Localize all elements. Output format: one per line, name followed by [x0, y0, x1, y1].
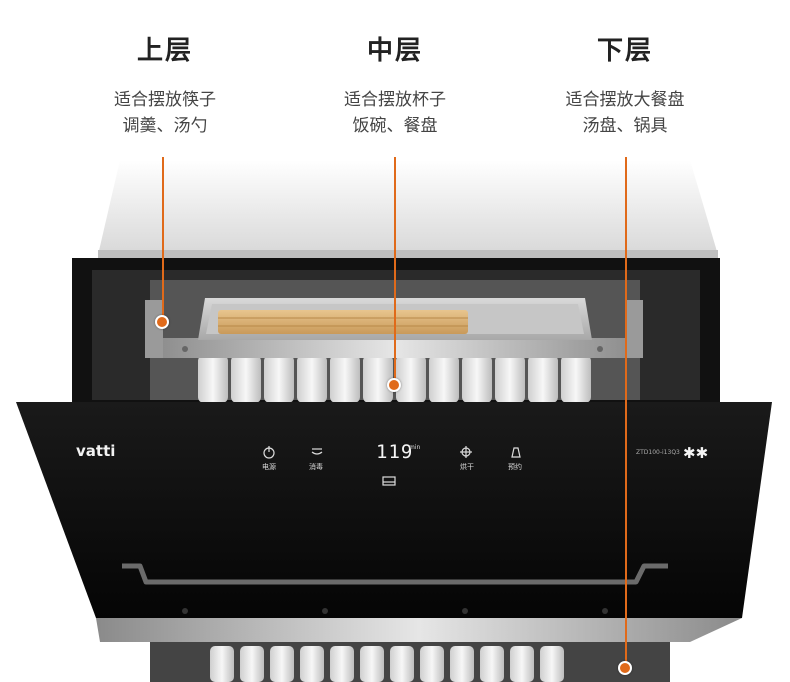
upper-leader-line [162, 157, 164, 322]
disinfect-button-label[interactable]: 消毒 [309, 463, 323, 471]
model-number: ZTD100-i13Q3 [636, 449, 680, 456]
dry-icon [460, 446, 472, 458]
cabinet-top [98, 160, 718, 255]
power-icon [263, 446, 275, 459]
appointment-icon [511, 447, 521, 458]
power-button-label[interactable]: 电源 [262, 463, 276, 471]
timer-display: 119 [376, 441, 414, 463]
upper-level-title: 上层 [136, 36, 193, 66]
middle-level-caption: 中层 适合摆放杯子 饭碗、餐盘 [295, 30, 495, 139]
upper-leader-dot [155, 315, 169, 329]
middle-leader-dot [387, 378, 401, 392]
drawer-handle [122, 563, 668, 585]
middle-level-title: 中层 [366, 36, 423, 66]
middle-level-description: 适合摆放杯子 饭碗、餐盘 [295, 87, 495, 139]
lower-level-line2: 汤盘、锅具 [582, 116, 668, 136]
upper-level-caption: 上层 适合摆放筷子 调羹、汤勺 [65, 30, 265, 139]
lower-rack-plates [210, 646, 564, 682]
lower-level-description: 适合摆放大餐盘 汤盘、锅具 [525, 87, 725, 139]
lower-leader-dot [618, 661, 632, 675]
upper-level-line2: 调羹、汤勺 [122, 116, 208, 136]
upper-level-line1: 适合摆放筷子 [114, 90, 216, 110]
drawer-open-icon [382, 476, 396, 486]
upper-level-description: 适合摆放筷子 调羹、汤勺 [65, 87, 265, 139]
energy-rating-stars: ✱✱ [683, 444, 709, 462]
chopsticks [218, 310, 468, 334]
appointment-button-label[interactable]: 预约 [508, 463, 522, 471]
lower-level-title: 下层 [596, 36, 653, 66]
disinfect-icon [311, 448, 323, 455]
middle-level-line1: 适合摆放杯子 [344, 90, 446, 110]
glass-control-panel [16, 402, 772, 618]
middle-level-line2: 饭碗、餐盘 [352, 116, 438, 136]
brand-logo: vatti [76, 442, 116, 460]
timer-unit: min [409, 444, 421, 451]
lower-level-caption: 下层 适合摆放大餐盘 汤盘、锅具 [525, 30, 725, 139]
lower-level-line1: 适合摆放大餐盘 [565, 90, 685, 110]
lower-leader-line [625, 157, 627, 662]
middle-rack-plates [198, 355, 591, 403]
dry-button-label[interactable]: 烘干 [460, 463, 474, 471]
middle-leader-line [394, 157, 396, 385]
